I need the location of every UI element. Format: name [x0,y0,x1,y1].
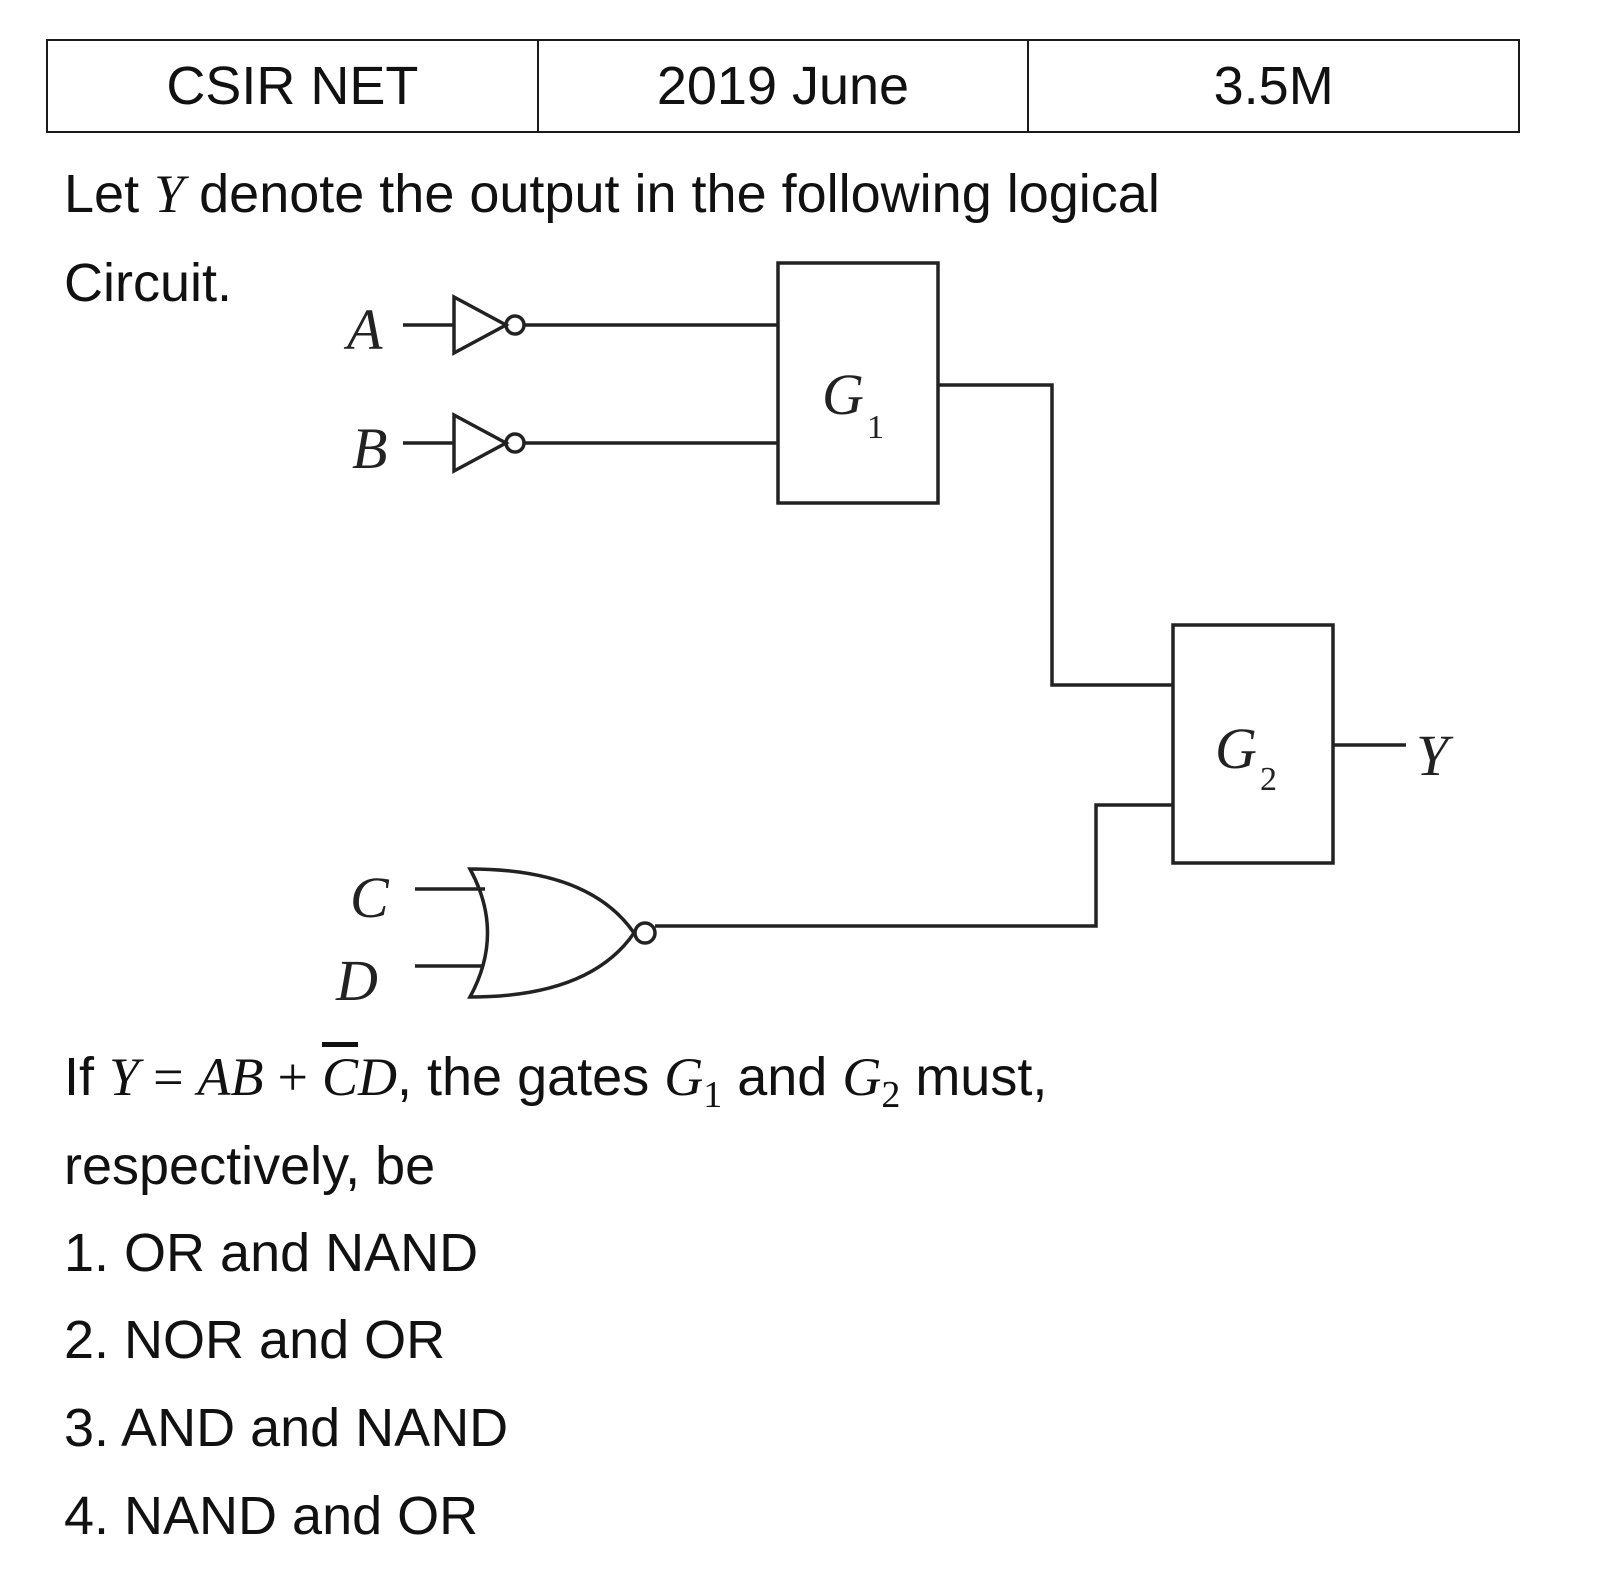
condition-G2: G [842,1047,882,1107]
condition-G1: G [664,1047,704,1107]
intro-output-variable: Y [154,164,185,224]
condition-Y: Y [109,1047,140,1107]
question-header-table: CSIR NET 2019 June 3.5M [46,39,1520,133]
gate-G1-box [776,261,940,505]
condition-G2-subscript: 2 [881,1074,901,1116]
condition-and-text: and [722,1047,843,1107]
not-gate-A [403,294,778,356]
condition-G1-subscript: 1 [703,1074,723,1116]
wire-G1-to-G2 [938,383,1173,687]
condition-if-text: If [64,1047,110,1107]
question-intro-line2: Circuit. [64,253,233,313]
option-1[interactable]: 1. OR and NAND [64,1223,479,1283]
marks-cell: 3.5M [1027,39,1520,133]
exam-session-cell: 2019 June [536,39,1030,133]
input-label-D: D [335,948,378,1013]
logic-circuit-diagram: A B C D G 1 G 2 Y [335,261,1454,1013]
option-4[interactable]: 4. NAND and OR [64,1486,479,1546]
not-gate-B [403,412,778,474]
condition-equals: = [153,1047,184,1107]
output-label-Y: Y [1416,723,1454,788]
condition-C-bar: C [321,1047,359,1107]
gate-label-G1-subscript: 1 [867,409,884,446]
condition-mid-text: , the gates [397,1047,665,1107]
question-condition-line2: respectively, be [64,1136,436,1196]
header-row: CSIR NET 2019 June 3.5M [46,39,1520,133]
intro-text-after: denote the output in the following logic… [184,164,1160,224]
question-intro-line1: Let Y denote the output in the following… [64,162,1160,226]
option-3[interactable]: 3. AND and NAND [64,1398,509,1458]
condition-end-text: must, [900,1047,1048,1107]
gate-label-G2: G [1215,716,1257,781]
exam-name-cell: CSIR NET [46,39,539,133]
nor-gate-CD [415,803,1173,999]
question-condition-line1: If Y=AB+CD, the gates G1 and G2 must, [64,1045,1047,1127]
input-label-B: B [352,416,387,481]
gate-label-G2-subscript: 2 [1260,761,1277,798]
gate-label-G1: G [822,362,864,427]
input-label-A: A [343,297,383,362]
intro-text-before: Let [64,164,155,224]
input-label-C: C [350,865,390,930]
condition-AB: AB [197,1047,264,1107]
option-2[interactable]: 2. NOR and OR [64,1310,446,1370]
condition-D: D [358,1047,398,1107]
condition-plus: + [277,1047,308,1107]
